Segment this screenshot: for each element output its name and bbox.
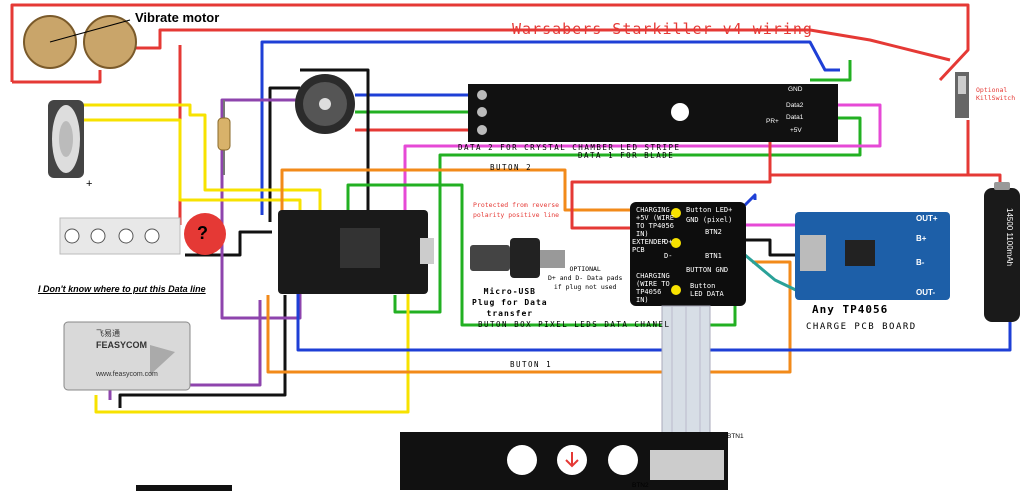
- flex-btn2: BTN2: [632, 482, 649, 489]
- strip-pin-data2: Data2: [786, 102, 804, 109]
- diagram-title: Warsabers Starkiller v4 wiring: [512, 20, 813, 38]
- red-vibe-loop: [12, 70, 102, 84]
- black-pcb-wire: [745, 238, 800, 257]
- data1-label: DATA 1 FOR BLADE: [578, 151, 675, 160]
- strip-pin-gnd: GND: [788, 86, 803, 93]
- ext-button-gnd: BUTTON GND: [686, 266, 729, 274]
- red-motor-wire: [130, 28, 951, 62]
- ext-extender: EXTENDER PCB: [632, 238, 666, 254]
- battery-label: 14500 1100mAh: [1005, 208, 1014, 267]
- resistor-icon: [217, 100, 231, 175]
- micro-usb-label: Micro-USB Plug for Data transfer: [472, 286, 548, 319]
- optional-line2: D+ and D- Data pads: [548, 274, 623, 282]
- yellow-speaker-wire-2: [82, 118, 302, 212]
- tp-pin-bplus: B+: [916, 234, 927, 243]
- data2-label: DATA 2 FOR CRYSTAL CHAMBER LED STRIPE: [458, 143, 681, 152]
- strip-pin-pr: PR+: [766, 118, 779, 125]
- ext-button-led: Button LED+: [686, 206, 733, 214]
- green-data1-wire: [393, 116, 862, 314]
- killswitch-line2: KillSwitch: [976, 94, 1016, 102]
- led-strip-bottom: [400, 432, 728, 490]
- tp-pin-bminus: B-: [916, 258, 925, 267]
- extender-pcb: [630, 202, 746, 306]
- button-led-strip: [59, 217, 181, 255]
- optional-line3: if plug not used: [553, 283, 617, 291]
- black-btm-wire: [118, 295, 287, 408]
- killswitch-line1: Optional: [976, 86, 1008, 94]
- micro-usb-line1: Micro-USB: [483, 287, 536, 296]
- tp4056-desc: CHARGE PCB BOARD: [806, 322, 917, 332]
- vibrate-motor-icon: [23, 15, 137, 69]
- question-mark: ?: [197, 223, 208, 243]
- protected-label: Protected from reverse polarity positive…: [473, 200, 559, 220]
- feasycom-label: FEASYCOM: [96, 340, 148, 350]
- ext-btn2: BTN2: [705, 228, 722, 236]
- unknown-data-line-label: I Don't know where to put this Data line: [38, 284, 206, 294]
- feasycom-module: [63, 321, 191, 391]
- tp4056-name: Any TP4056: [812, 303, 889, 316]
- plus-label: +: [86, 178, 93, 190]
- speaker-icon: [48, 100, 84, 178]
- optional-data-label: OPTIONAL D+ and D- Data pads if plug not…: [548, 265, 622, 292]
- blue-bottom-wire: [296, 292, 1012, 352]
- scale-bar: [136, 485, 232, 491]
- strip-pin-data1: Data1: [786, 114, 804, 121]
- green-tp-wire: [810, 60, 852, 82]
- green-button-box-wire: [346, 183, 737, 327]
- led-strip-top: [468, 84, 838, 142]
- orange-btn1-wire: [266, 260, 792, 374]
- feasycom-url-label: www.feasycom.com: [96, 371, 158, 378]
- flex-btn1: BTN1: [727, 433, 744, 440]
- button2-label: BUTON 2: [490, 163, 533, 172]
- micro-usb-plug-icon: [470, 238, 565, 278]
- black-connector-wire: [300, 68, 370, 228]
- vibrate-motor-label: Vibrate motor: [135, 10, 220, 25]
- ext-gnd-pixel: GND (pixel): [686, 216, 733, 224]
- red-right-wire: [768, 120, 970, 177]
- protected-line1: Protected from reverse: [473, 201, 560, 209]
- controller-board: [278, 210, 434, 294]
- red-top-wire: [10, 3, 970, 82]
- unknown-circle-icon: [184, 213, 226, 255]
- button1-label: BUTON 1: [510, 360, 553, 369]
- round-connector-icon: [295, 74, 355, 134]
- tp-pin-outminus: OUT-: [916, 288, 936, 297]
- ext-btn1: BTN1: [705, 252, 722, 260]
- battery-icon: [984, 182, 1020, 322]
- tp-pin-outplus: OUT+: [916, 214, 938, 223]
- red-protect-wire: [570, 175, 772, 230]
- purple-wire-1: [220, 98, 302, 320]
- black-pad-wire: [185, 230, 272, 257]
- ext-button-led-data: Button LED DATA: [690, 282, 724, 298]
- micro-usb-line2: Plug for Data: [472, 298, 548, 307]
- protected-line2: polarity positive line: [473, 211, 560, 219]
- teal-wire: [744, 253, 801, 294]
- micro-usb-line3: transfer: [486, 309, 534, 318]
- ext-dminus: D-: [664, 252, 673, 260]
- yellow-speaker-wire: [82, 103, 322, 212]
- ext-charging-plus: CHARGING +5V (WIRE TO TP4056 IN): [636, 206, 674, 238]
- ext-charging-minus: CHARGING (WIRE TO TP4056 IN): [636, 272, 670, 304]
- yellow-bottom-wire: [94, 292, 410, 414]
- feasycom-cn-label: 飞易通: [96, 329, 120, 338]
- killswitch-label: Optional KillSwitch: [976, 86, 1015, 102]
- ext-dplus: D+: [664, 238, 673, 246]
- killswitch-icon: [955, 72, 969, 118]
- optional-line1: OPTIONAL: [569, 265, 601, 273]
- red-battery-wire: [968, 173, 1002, 185]
- tp4056-board: [795, 212, 950, 300]
- button-box-label: BUTON BOX PIXEL LEDS DATA CHANEL: [478, 320, 671, 329]
- orange-btn2-wire: [280, 168, 630, 212]
- black-left-wire: [268, 86, 300, 222]
- strip-pin-5v: +5V: [790, 127, 802, 134]
